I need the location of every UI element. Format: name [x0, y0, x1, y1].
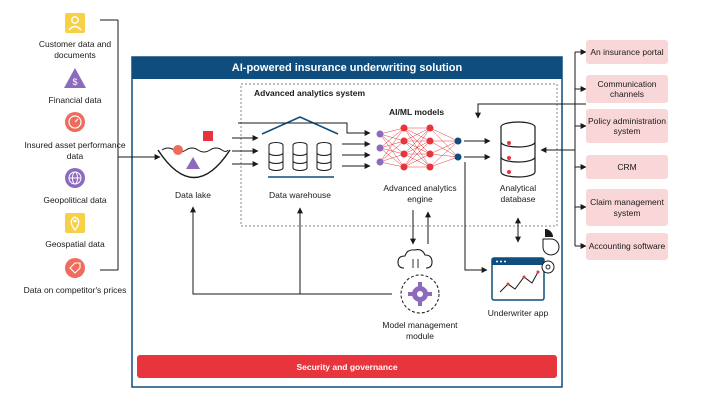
solution-title: AI-powered insurance underwriting soluti… — [132, 57, 562, 79]
analytics-system-frame — [240, 83, 558, 227]
target-insurance-portal: An insurance portal — [586, 40, 668, 64]
target-accounting-software: Accounting software — [586, 233, 668, 260]
dollar-icon: $ — [64, 68, 86, 88]
source-label-customer: Customer data and documents — [38, 39, 112, 60]
model-management-label: Model management module — [382, 320, 458, 341]
source-label-competitor: Data on competitor's prices — [23, 285, 127, 295]
engine-to-app-arrow — [464, 162, 488, 273]
source-label-financial: Financial data — [48, 95, 102, 105]
underwriter-app-label: Underwriter app — [487, 308, 549, 318]
target-crm: CRM — [586, 155, 668, 179]
data-lake-icon — [157, 131, 231, 178]
price-tag-icon — [65, 258, 85, 278]
gauge-icon — [65, 112, 85, 132]
security-governance-bar: Security and governance — [137, 355, 557, 378]
svg-text:$: $ — [72, 77, 77, 87]
data-warehouse-icon — [261, 116, 339, 178]
feedback-arrows — [190, 206, 392, 295]
neural-network-icon — [376, 124, 462, 171]
source-label-asset: Insured asset performance data — [24, 140, 126, 161]
engine-to-database-arrows — [464, 138, 491, 160]
globe-icon — [65, 168, 85, 188]
cloud-icon — [397, 249, 433, 269]
targets-bracket — [475, 49, 587, 249]
source-label-geospatial: Geospatial data — [45, 239, 105, 249]
data-lake-label: Data lake — [175, 190, 211, 200]
analytics-engine-label: Advanced analytics engine — [383, 183, 457, 204]
target-communication-channels: Communication channels — [586, 75, 668, 103]
warehouse-cylinders — [268, 142, 332, 171]
source-bracket — [100, 19, 161, 271]
ml-models-title: AI/ML models — [389, 107, 445, 117]
database-icon — [500, 121, 536, 178]
lake-to-warehouse-arrows — [232, 135, 259, 167]
solution-frame — [131, 56, 563, 388]
engine-model-arrows — [410, 210, 431, 245]
target-claim-management: Claim management system — [586, 189, 668, 226]
underwriter-app-icon — [491, 257, 545, 301]
security-label: Security and governance — [296, 361, 398, 372]
source-label-geopolitical: Geopolitical data — [43, 195, 107, 205]
map-pin-icon — [65, 213, 85, 233]
person-icon — [65, 13, 85, 33]
analytics-system-title: Advanced analytics system — [254, 88, 366, 98]
warehouse-to-engine-arrows — [238, 122, 371, 169]
target-policy-admin: Policy administration system — [586, 109, 668, 143]
gear-icon — [400, 274, 440, 314]
pie-chart-icon — [542, 229, 560, 256]
data-warehouse-label: Data warehouse — [269, 190, 331, 200]
settings-dial-icon — [541, 260, 555, 274]
analytical-database-label: Analytical database — [499, 183, 537, 204]
